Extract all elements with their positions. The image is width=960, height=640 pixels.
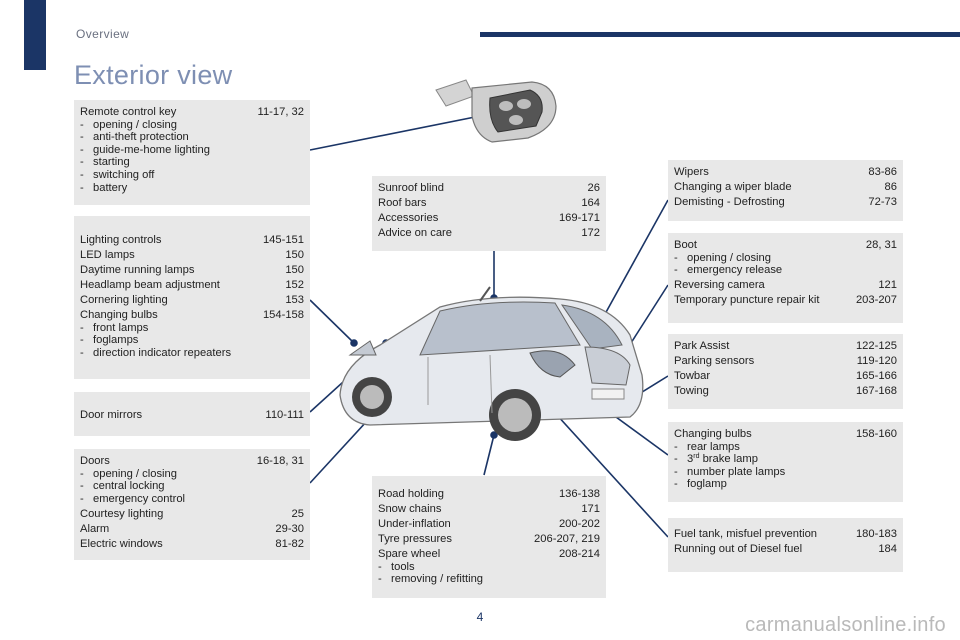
sub-entry: -3rd brake lamp [674,453,758,466]
car-image [339,286,644,441]
sub-entry: -foglamp [674,478,727,491]
sub-entry: -tools [378,560,415,573]
sub-entry: -emergency release [674,264,783,277]
remote-key-image [435,79,557,143]
section-label: Overview [76,27,130,41]
page-title: Exterior view [74,60,233,90]
sub-entry: -removing / refitting [378,573,484,586]
sub-entry: -anti-theft protection [80,131,189,144]
sub-entry: -opening / closing [80,118,177,131]
sub-entry: -direction indicator repeaters [80,346,232,359]
entry-row: Remote control key 11-17, 32 [80,106,304,119]
sub-entry: -battery [80,181,128,194]
remote-control-key-box: Remote control key 11-17, 32 -opening / … [74,100,310,205]
sub-entry: -central locking [80,480,165,493]
sub-entry: -starting [80,156,130,169]
sub-entry: -number plate lamps [674,465,786,478]
watermark: carmanualsonline.info [745,614,946,636]
sub-entry: -foglamps [80,334,139,347]
sub-entry: -rear lamps [674,440,740,453]
page-number: 4 [476,610,484,624]
sub-entry: -opening / closing [674,251,771,264]
section-tab [24,0,46,70]
sub-entry: -guide-me-home lighting [80,143,210,156]
entry-page: 11-17, 32 [257,106,304,118]
entry-label: Remote control key [80,106,177,118]
sub-entry: -opening / closing [80,467,177,480]
sub-entry: -switching off [80,168,155,181]
sub-entry: -front lamps [80,321,149,334]
header-bar [480,32,960,37]
sub-entry: -emergency control [80,492,186,505]
